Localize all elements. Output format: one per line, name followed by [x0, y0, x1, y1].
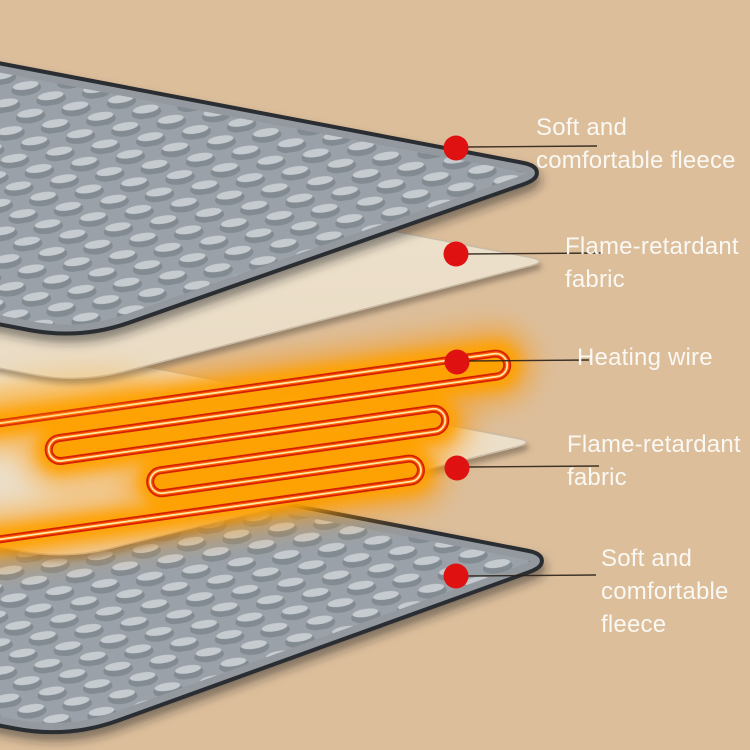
glow-spill	[0, 368, 154, 428]
label-bottom-fleece: Soft and comfortable fleece	[601, 545, 729, 638]
leader-line-fabric-top	[464, 252, 602, 255]
callout-dots	[443, 135, 470, 589]
label-top-fleece: Soft and comfortable fleece	[536, 114, 736, 174]
top-fleece-surface	[0, 65, 535, 332]
leader-line-heating-wire	[465, 359, 590, 362]
layer-top-fleece	[0, 61, 539, 336]
callout-dot-heating-wire	[444, 349, 470, 375]
callout-dot-fleece-top	[443, 135, 469, 161]
label-upper-flame-retardant-fabric: Flame-retardant fabric	[565, 233, 739, 293]
leader-line-fabric-bottom	[465, 465, 600, 468]
callout-dot-fabric-top	[443, 241, 469, 267]
callout-dot-fabric-bottom	[444, 455, 470, 481]
callout-dot-fleece-bottom	[443, 563, 469, 589]
leader-line-fleece-bottom	[464, 574, 597, 577]
label-heating-wire: Heating wire	[577, 344, 713, 371]
label-lower-flame-retardant-fabric: Flame-retardant fabric	[567, 431, 741, 491]
leader-lines	[464, 145, 602, 577]
leader-line-fleece-top	[464, 145, 598, 148]
